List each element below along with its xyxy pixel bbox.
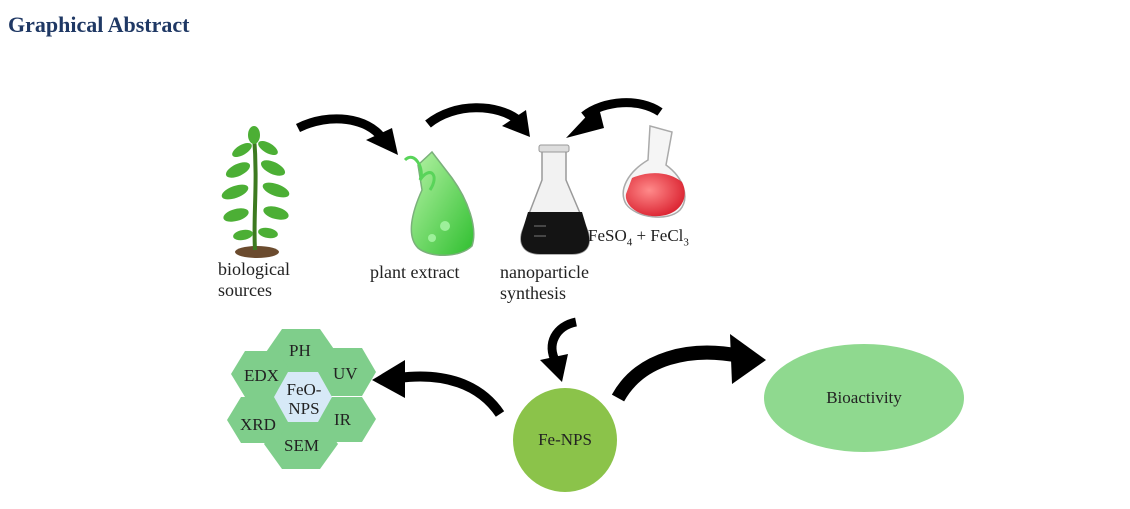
hex-label-xrd: XRD: [240, 415, 276, 434]
arrow-plant-to-extract: [295, 114, 398, 155]
arrow-salts-to-synthesis: [566, 98, 663, 138]
black-flask-icon: [520, 144, 590, 255]
arrow-fenps-to-characterization: [372, 360, 505, 417]
label-nanoparticle-synthesis: nanoparticle synthesis: [500, 262, 589, 303]
label-biological-sources: biological sources: [218, 259, 290, 300]
hex-label-ir: IR: [334, 410, 351, 429]
label-bioactivity: Bioactivity: [826, 388, 902, 407]
hex-label-uv: UV: [333, 364, 358, 383]
label-iron-salts: FeSO4 + FeCl3: [588, 226, 689, 249]
arrow-fenps-to-bioactivity: [611, 334, 766, 402]
hex-label-ph: PH: [289, 341, 311, 360]
green-flask-icon: [403, 150, 475, 256]
bioactivity-node: [764, 344, 964, 452]
characterization-hexagons: [227, 329, 376, 469]
arrow-synthesis-to-fenps: [540, 317, 578, 382]
red-flask-icon: [622, 125, 686, 218]
arrow-extract-to-synthesis: [425, 103, 530, 137]
hex-label-feo-nps: FeO-NPS: [286, 380, 322, 418]
label-plant-extract: plant extract: [370, 262, 460, 282]
label-fe-nps: Fe-NPS: [538, 430, 592, 449]
plant-icon: [221, 126, 290, 258]
page-title: Graphical Abstract: [8, 12, 190, 37]
hex-label-edx: EDX: [244, 366, 279, 385]
fe-nps-node: [513, 388, 617, 492]
hex-label-sem: SEM: [284, 436, 319, 455]
